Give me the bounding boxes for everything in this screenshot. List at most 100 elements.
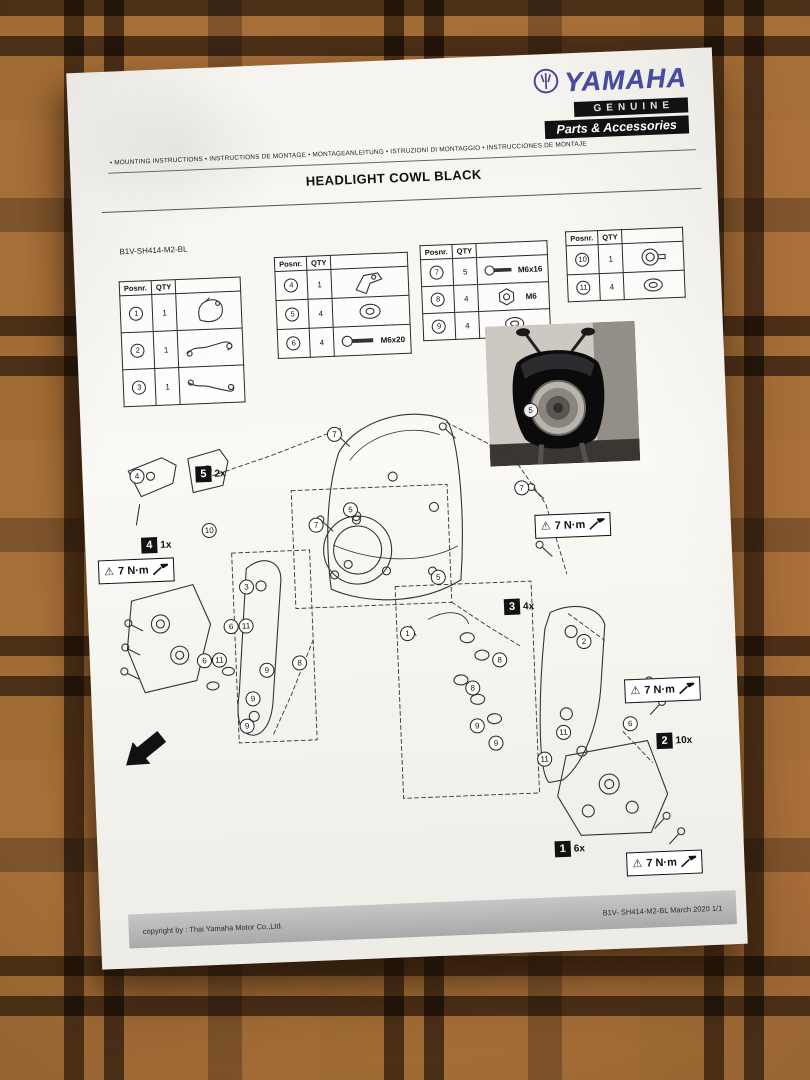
step-quantity: 6x xyxy=(573,842,586,855)
parts-table-4: Posnr. QTY 10 1 11 4 xyxy=(565,226,687,303)
torque-label-1: ⚠ 7 N·m xyxy=(97,557,176,585)
torque-tool-icon xyxy=(681,855,697,868)
qty-value: 4 xyxy=(309,327,335,358)
step-badge-5: 5 2x xyxy=(195,465,226,483)
table-row: 11 4 xyxy=(567,270,686,302)
part-thumb-flange-nut xyxy=(359,303,381,319)
part-number: B1V-SH414-M2-BL xyxy=(119,244,188,257)
bolt-size-label: M6x16 xyxy=(517,263,543,274)
table-row: 6 4 M6x20 xyxy=(277,324,412,359)
yamaha-tuning-fork-icon xyxy=(532,68,559,100)
qty-value: 5 xyxy=(452,257,478,286)
torque-value: 7 N·m xyxy=(644,683,676,697)
table-row: 5 4 xyxy=(276,295,410,330)
parts-table-1: Posnr. QTY 1 1 2 1 3 1 xyxy=(118,276,246,408)
col-qty: QTY xyxy=(451,243,477,259)
logo-row: YAMAHA xyxy=(532,62,688,99)
table-row: 4 1 xyxy=(274,266,409,301)
pos-number: 6 xyxy=(286,336,302,351)
step-badge-3: 3 4x xyxy=(503,598,535,616)
part-thumb-cowl xyxy=(198,297,224,323)
parts-accessories-label: Parts & Accessories xyxy=(544,115,690,140)
table-row: 1 1 xyxy=(119,290,243,333)
torque-value: 7 N·m xyxy=(554,518,586,533)
step-quantity: 4x xyxy=(522,600,535,612)
pos-number: 11 xyxy=(576,280,592,296)
step-number: 3 xyxy=(503,598,521,616)
torque-value: 7 N·m xyxy=(646,856,678,870)
torque-tool-icon xyxy=(153,563,169,576)
table-row: 2 1 xyxy=(121,327,244,370)
yamaha-brand-block: YAMAHA GENUINE Parts & Accessories xyxy=(532,62,690,140)
step-badge-2: 2 10x xyxy=(656,732,693,750)
qty-value: 4 xyxy=(599,272,625,301)
col-qty: QTY xyxy=(597,229,623,245)
pos-number: 1 xyxy=(129,306,144,321)
col-qty: QTY xyxy=(306,255,332,271)
part-thumb-bracket-arm xyxy=(186,341,233,357)
bolt-size-label: M6x20 xyxy=(380,334,406,345)
pos-number: 9 xyxy=(431,319,447,334)
torque-value: 7 N·m xyxy=(117,564,149,578)
table-row: 8 4 M6 xyxy=(421,281,550,314)
torque-tool-icon xyxy=(589,518,606,530)
step-badge-1: 1 6x xyxy=(554,840,586,858)
warning-icon: ⚠ xyxy=(104,565,115,578)
col-posnr: Posnr. xyxy=(274,256,307,272)
col-posnr: Posnr. xyxy=(119,280,152,296)
warning-icon: ⚠ xyxy=(632,857,643,870)
step-quantity: 10x xyxy=(675,734,693,746)
qty-value: 4 xyxy=(453,284,480,313)
step-number: 5 xyxy=(195,465,212,483)
pos-number: 3 xyxy=(132,380,147,395)
qty-value: 1 xyxy=(306,269,333,300)
torque-tool-icon xyxy=(679,682,695,695)
part-thumb-bolt xyxy=(484,265,512,276)
part-thumb-washer xyxy=(644,278,664,292)
qty-value: 4 xyxy=(307,298,334,329)
instruction-sheet: YAMAHA GENUINE Parts & Accessories • MOU… xyxy=(66,47,748,970)
exploded-diagram xyxy=(89,378,723,882)
footer: copyright by : Thai Yamaha Motor Co.,Ltd… xyxy=(128,890,737,949)
part-thumb-bolt xyxy=(342,335,374,347)
warning-icon: ⚠ xyxy=(540,519,551,533)
table-row: 10 1 xyxy=(566,241,685,275)
table-row: 3 1 xyxy=(122,364,246,407)
table-row: 7 5 M6x16 xyxy=(420,254,549,287)
qty-value: 1 xyxy=(151,293,178,332)
step-number: 4 xyxy=(140,537,158,554)
step-quantity: 1x xyxy=(160,538,172,551)
parts-table-2: Posnr. QTY 4 1 5 4 6 4 M6x20 xyxy=(273,251,412,360)
copyright-text: copyright by : Thai Yamaha Motor Co.,Ltd… xyxy=(142,920,283,936)
qty-value: 4 xyxy=(454,311,481,340)
doc-reference: B1V- SH414-M2-BL March 2020 1/1 xyxy=(602,903,723,917)
part-thumb-bracket-arm-2 xyxy=(188,379,235,392)
qty-value: 1 xyxy=(598,243,624,274)
torque-label-4: ⚠ 7 N·m xyxy=(625,849,704,877)
pos-number: 7 xyxy=(429,265,445,280)
torque-label-2: ⚠ 7 N·m xyxy=(534,511,612,539)
pos-number: 2 xyxy=(130,343,146,358)
col-qty: QTY xyxy=(151,279,177,295)
nut-size-label: M6 xyxy=(525,291,537,301)
part-thumb-nut xyxy=(498,288,515,306)
part-thumb-bracket xyxy=(355,272,383,295)
pos-number: 10 xyxy=(575,252,590,268)
part-thumb-ring xyxy=(641,248,667,266)
direction-arrow-icon xyxy=(118,713,184,777)
pos-number: 4 xyxy=(284,278,299,293)
step-number: 1 xyxy=(554,840,572,858)
product-photo xyxy=(484,320,641,467)
col-posnr: Posnr. xyxy=(565,230,599,246)
step-badge-4: 4 1x xyxy=(140,536,172,554)
torque-label-3: ⚠ 7 N·m xyxy=(624,676,702,704)
warning-icon: ⚠ xyxy=(630,684,641,697)
step-quantity: 2x xyxy=(214,467,226,480)
pos-number: 5 xyxy=(285,307,300,322)
pos-number: 8 xyxy=(430,292,446,307)
step-number: 2 xyxy=(656,732,673,750)
brand-name: YAMAHA xyxy=(563,62,688,98)
qty-value: 1 xyxy=(153,330,180,369)
col-posnr: Posnr. xyxy=(419,244,453,260)
